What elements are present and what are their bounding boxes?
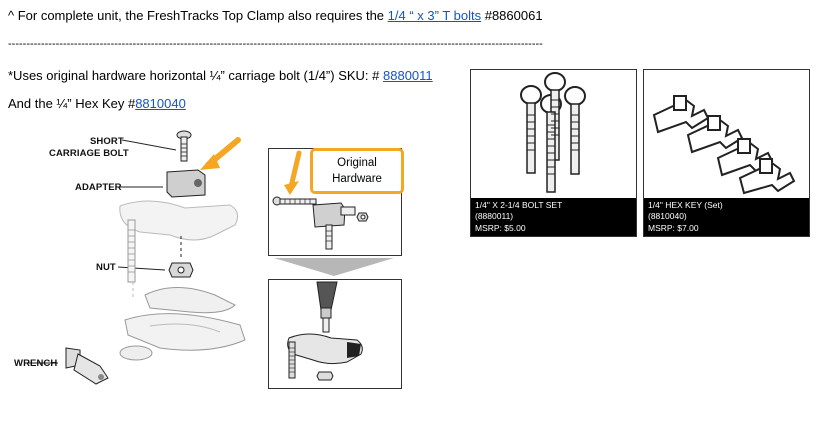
callout-line-1: Original <box>337 157 377 169</box>
bolt-set-icon <box>520 72 586 193</box>
down-arrow-icon <box>274 258 394 276</box>
original-hardware-callout: Original Hardware <box>310 148 404 194</box>
hardware-text: *Uses original hardware horizontal ¼” ca… <box>8 68 384 83</box>
label-carriage-bolt: CARRIAGE BOLT <box>49 148 129 159</box>
requirement-text: ^ For complete unit, the FreshTracks Top… <box>8 8 388 23</box>
t-bolts-sku: #8860061 <box>481 8 543 23</box>
t-bolts-link[interactable]: 1/4 “ x 3” T bolts <box>387 8 482 23</box>
hex-key-title: 1/4" HEX KEY (Set) <box>648 199 723 210</box>
assembled-clamp-panel <box>268 279 402 389</box>
dashed-divider: ----------------------------------------… <box>8 38 543 50</box>
hex-key-line: And the ¼” Hex Key #8810040 <box>8 96 186 111</box>
product-bolt-set[interactable]: 1/4" X 2-1/4 BOLT SET (8880011) MSRP: $5… <box>470 69 637 237</box>
label-nut: NUT <box>96 262 116 273</box>
exploded-assembly-diagram: SHORT CARRIAGE BOLT ADAPTER NUT WRENCH <box>0 120 265 426</box>
assembled-clamp-illustration <box>287 281 363 381</box>
carriage-bolt-sku-link[interactable]: 8880011 <box>383 68 433 83</box>
hex-key-set-icon <box>652 95 796 195</box>
label-wrench: WRENCH <box>14 358 58 369</box>
label-short: SHORT <box>90 136 124 147</box>
assembly-illustration <box>28 130 246 385</box>
hex-key-caption: 1/4" HEX KEY (Set) (8810040) MSRP: $7.00 <box>644 197 809 236</box>
hex-key-sku: (8810040) <box>648 211 687 221</box>
original-hardware-illustration <box>272 150 369 250</box>
callout-line-2: Hardware <box>332 173 382 185</box>
hex-key-text: And the ¼” Hex Key # <box>8 96 136 111</box>
bolt-set-sku: (8880011) <box>475 211 514 221</box>
product-hex-key[interactable]: 1/4" HEX KEY (Set) (8810040) MSRP: $7.00 <box>643 69 810 237</box>
hex-key-sku-link[interactable]: 8810040 <box>135 96 186 111</box>
requirement-line: ^ For complete unit, the FreshTracks Top… <box>8 8 543 23</box>
label-adapter: ADAPTER <box>75 182 122 193</box>
hardware-line: *Uses original hardware horizontal ¼” ca… <box>8 68 433 83</box>
bolt-set-caption: 1/4" X 2-1/4 BOLT SET (8880011) MSRP: $5… <box>471 197 636 236</box>
bolt-set-price: MSRP: $5.00 <box>475 222 526 233</box>
hex-key-price: MSRP: $7.00 <box>648 222 699 233</box>
bolt-set-title: 1/4" X 2-1/4 BOLT SET <box>475 199 563 210</box>
